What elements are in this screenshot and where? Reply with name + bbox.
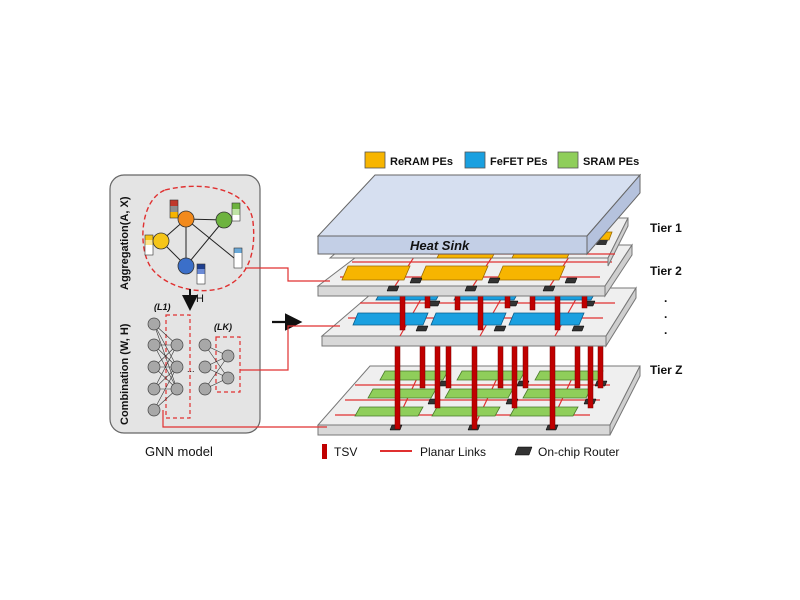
aggregation-dashed-outline xyxy=(142,185,255,292)
feature-vector-blue xyxy=(196,263,206,285)
tier-dots-3: . xyxy=(664,323,667,337)
fefet-legend-label: FeFET PEs xyxy=(490,156,547,168)
tier2-routers xyxy=(386,277,578,292)
sram-legend-label: SRAM PEs xyxy=(583,156,639,168)
planar-links-legend-label: Planar Links xyxy=(420,445,486,459)
feature-vector-orange xyxy=(169,199,179,219)
layer1-label: (L1) xyxy=(154,302,171,312)
tierz-label: Tier Z xyxy=(650,363,682,377)
nn-nodes-hidden1 xyxy=(170,338,184,396)
heat-sink: Heat Sink xyxy=(316,173,642,256)
gnn-to-tier-links xyxy=(162,267,340,428)
tier1-label: Tier 1 xyxy=(650,221,682,235)
gnn-model-panel: Aggregation(A, X) Combination (W, H) xyxy=(109,174,261,459)
nn-nodes-hiddenk xyxy=(198,338,212,396)
fefet-legend-swatch xyxy=(464,151,486,169)
tier-z-sram-pes xyxy=(354,370,604,417)
chip-stack: Heat Sink Tier 1 Tier 2 . . . Tier Z xyxy=(316,173,682,436)
graph-node-orange xyxy=(177,210,195,228)
sram-legend-swatch xyxy=(557,151,579,169)
reram-legend-swatch xyxy=(364,151,386,169)
legend-top: ReRAM PEs FeFET PEs SRAM PEs xyxy=(364,151,639,169)
tier1-router xyxy=(596,240,608,245)
router-legend-swatch xyxy=(514,446,533,456)
router-legend-label: On-chip Router xyxy=(538,445,619,459)
tier-dots-1: . xyxy=(664,291,667,305)
nn-nodes-output xyxy=(221,349,235,385)
nn-ellipsis: ... xyxy=(187,364,195,374)
h-label: H xyxy=(196,293,204,305)
legend-bottom: TSV Planar Links On-chip Router xyxy=(322,444,619,459)
feature-vector-green xyxy=(231,202,241,222)
gnn-model-caption: GNN model xyxy=(145,444,213,459)
nn-nodes-input xyxy=(147,317,161,417)
combination-label: Combination (W, H) xyxy=(119,323,131,425)
tsv-legend-label: TSV xyxy=(334,445,357,459)
layerk-dashed-box xyxy=(215,336,241,393)
aggregation-label: Aggregation(A, X) xyxy=(119,196,131,290)
graph-node-blue xyxy=(177,257,195,275)
tier2-label: Tier 2 xyxy=(650,264,682,278)
feature-vector-yellow xyxy=(144,234,154,256)
heat-sink-label: Heat Sink xyxy=(410,238,470,253)
tier-dots-2: . xyxy=(664,307,667,321)
tier2-reram-pes xyxy=(341,265,566,281)
reram-legend-label: ReRAM PEs xyxy=(390,156,453,168)
feature-vector-gray xyxy=(233,247,243,269)
layerk-label: (LK) xyxy=(214,322,232,332)
graph-node-green xyxy=(215,211,233,229)
graph-node-yellow xyxy=(152,232,170,250)
tsv-legend-swatch xyxy=(322,444,327,459)
